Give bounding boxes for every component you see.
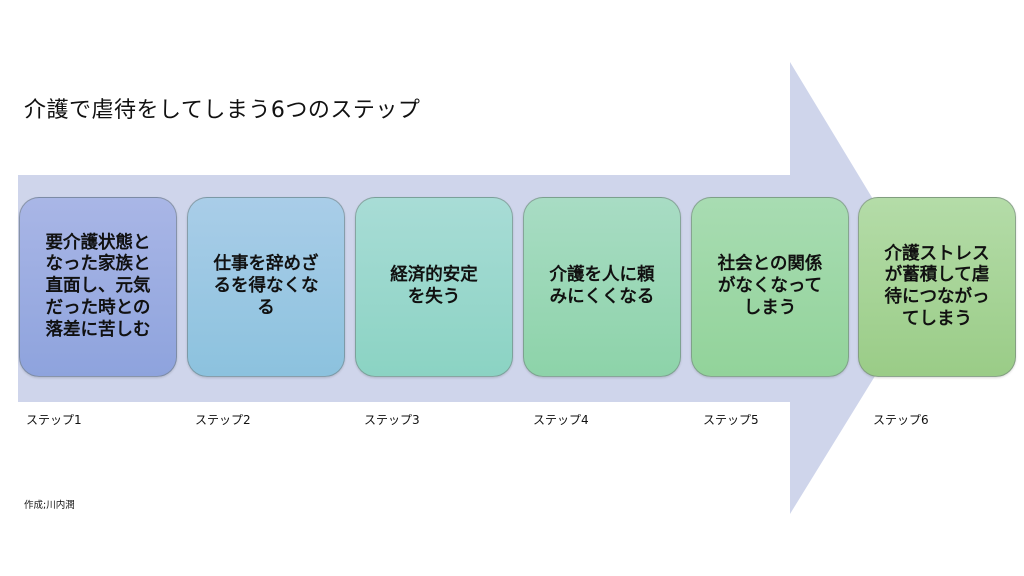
step-text-5: 社会との関係 がなくなって しまう [717,254,823,318]
step-card-2: 仕事を辞めざ るを得なくな る [187,197,345,377]
step-card-3: 経済的安定 を失う [355,197,513,377]
step-label-6: ステップ6 [873,413,929,427]
step-card-1: 要介護状態と なった家族と 直面し、元気 だった時との 落差に苦しむ [19,197,177,377]
step-label-2: ステップ2 [195,413,251,427]
step-text-3: 経済的安定 を失う [390,265,478,307]
step-card-4: 介護を人に頼 みにくくなる [523,197,681,377]
credit-text: 作成;川内潤 [24,500,75,511]
step-label-3: ステップ3 [364,413,420,427]
step-text-4: 介護を人に頼 みにくくなる [549,265,655,307]
step-card-5: 社会との関係 がなくなって しまう [691,197,849,377]
step-label-4: ステップ4 [533,413,589,427]
step-text-1: 要介護状態と なった家族と 直面し、元気 だった時との 落差に苦しむ [45,232,151,340]
step-label-5: ステップ5 [703,413,759,427]
page-title: 介護で虐待をしてしまう6つのステップ [24,98,421,123]
step-text-2: 仕事を辞めざ るを得なくな る [213,254,319,318]
step-text-6: 介護ストレス が蓄積して虐 待につながっ てしまう [884,243,990,329]
step-label-1: ステップ1 [26,413,82,427]
step-card-6: 介護ストレス が蓄積して虐 待につながっ てしまう [858,197,1016,377]
